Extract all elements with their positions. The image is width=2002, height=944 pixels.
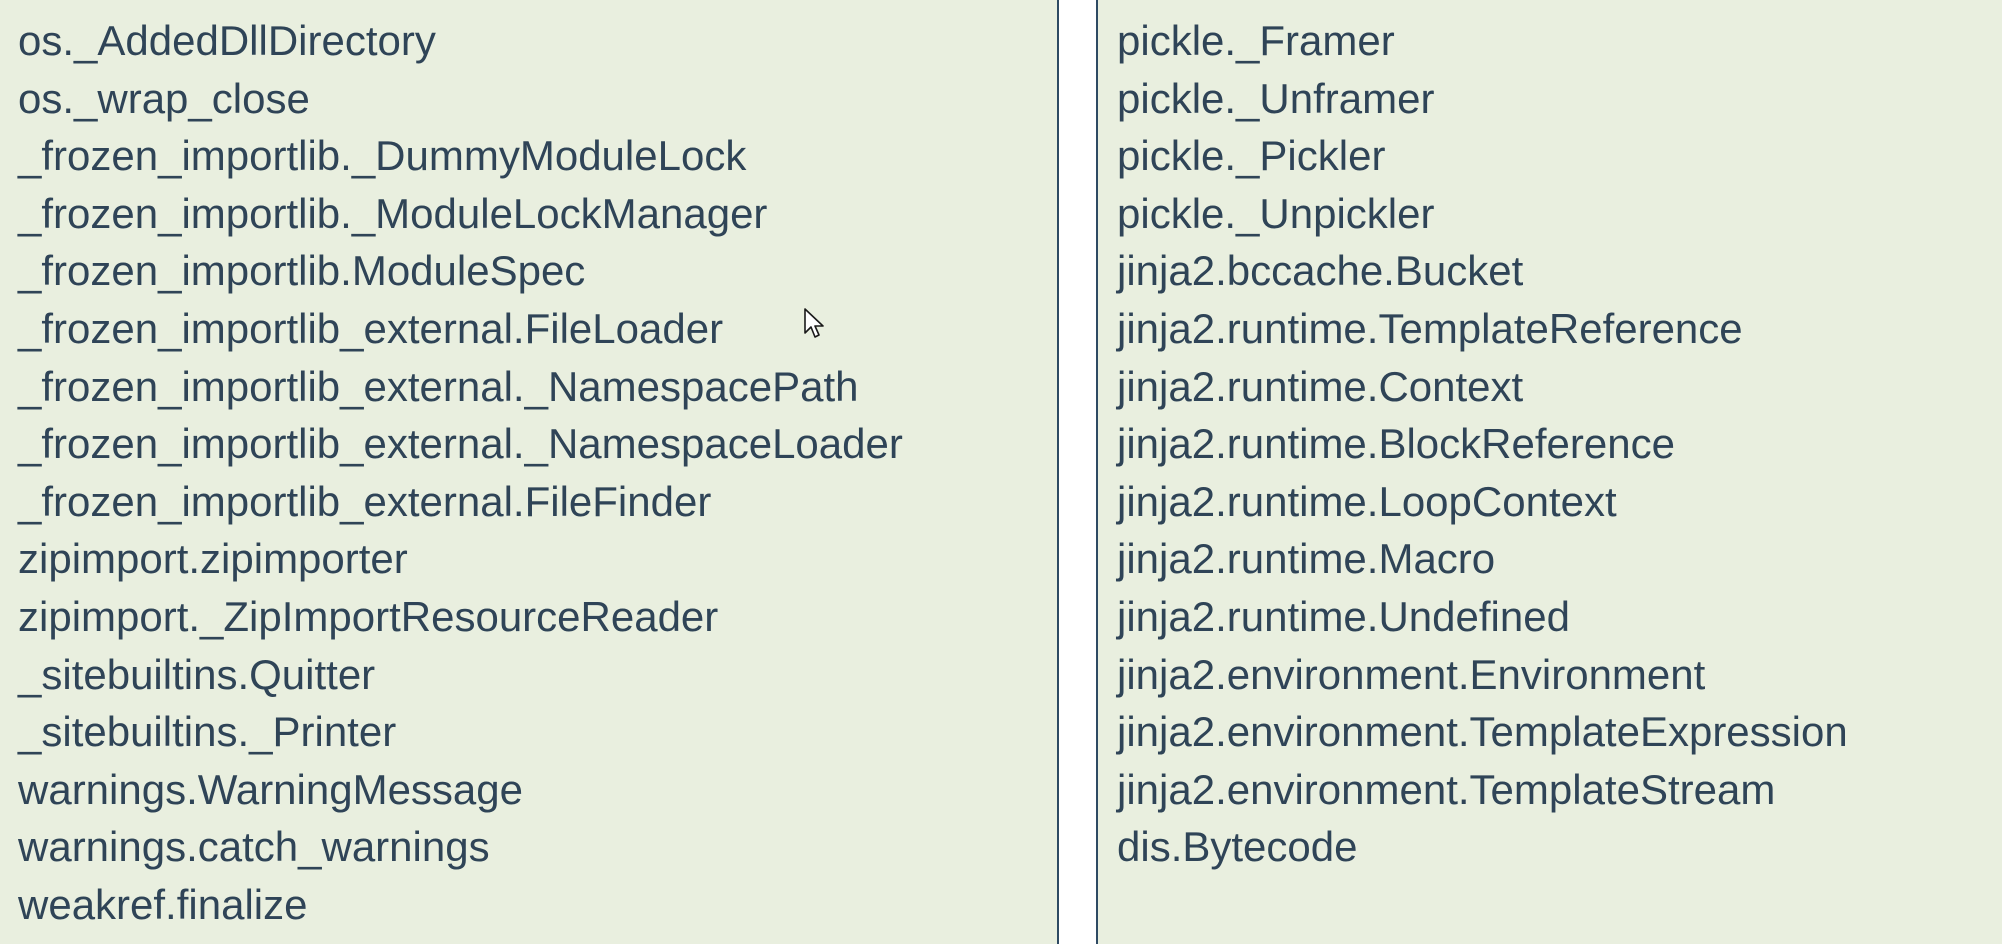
list-item: pickle._Pickler: [1117, 132, 1386, 180]
list-item: zipimport._ZipImportResourceReader: [18, 592, 719, 640]
list-item: _sitebuiltins.Quitter: [18, 650, 376, 698]
list-item: warnings.catch_warnings: [18, 823, 490, 871]
list-item: zipimport.zipimporter: [18, 535, 408, 583]
list-item: _frozen_importlib_external.FileLoader: [18, 304, 724, 352]
right-class-list: pickle._Framer pickle._Unframer pickle._…: [1098, 0, 2002, 876]
list-item: os._wrap_close: [18, 74, 310, 122]
right-class-list-panel: pickle._Framer pickle._Unframer pickle._…: [1096, 0, 2002, 944]
list-item: pickle._Framer: [1117, 17, 1395, 64]
list-item: jinja2.runtime.Macro: [1117, 535, 1496, 583]
list-item: weakref.finalize: [18, 880, 308, 928]
list-item: _frozen_importlib_external._NamespaceLoa…: [18, 420, 903, 468]
left-class-list: os._AddedDllDirectory os._wrap_close _fr…: [18, 17, 903, 928]
list-item: pickle._Unpickler: [1117, 189, 1435, 237]
list-item: dis.Bytecode: [1117, 823, 1358, 871]
list-item: pickle._Unframer: [1117, 74, 1435, 122]
list-item: jinja2.environment.TemplateExpression: [1117, 708, 1848, 756]
list-item: _sitebuiltins._Printer: [18, 708, 397, 756]
list-item: os._AddedDllDirectory: [18, 17, 436, 64]
list-item: jinja2.environment.TemplateStream: [1117, 765, 1776, 813]
list-item: jinja2.runtime.Undefined: [1117, 592, 1570, 640]
list-item: warnings.WarningMessage: [18, 765, 524, 813]
list-item: _frozen_importlib_external.FileFinder: [18, 477, 712, 525]
list-item: jinja2.environment.Environment: [1117, 650, 1706, 698]
list-item: jinja2.runtime.BlockReference: [1117, 420, 1675, 468]
list-item: jinja2.runtime.LoopContext: [1117, 477, 1617, 525]
list-item: _frozen_importlib_external._NamespacePat…: [18, 362, 859, 410]
list-item: jinja2.runtime.TemplateReference: [1117, 304, 1743, 352]
mouse-pointer-icon: [804, 308, 824, 338]
list-item: _frozen_importlib._ModuleLockManager: [18, 189, 768, 237]
left-class-list-panel: os._AddedDllDirectory os._wrap_close _fr…: [0, 0, 1059, 944]
list-item: _frozen_importlib._DummyModuleLock: [18, 132, 747, 180]
list-item: jinja2.runtime.Context: [1117, 362, 1524, 410]
list-item: jinja2.bccache.Bucket: [1117, 247, 1524, 295]
list-item: _frozen_importlib.ModuleSpec: [18, 247, 586, 295]
